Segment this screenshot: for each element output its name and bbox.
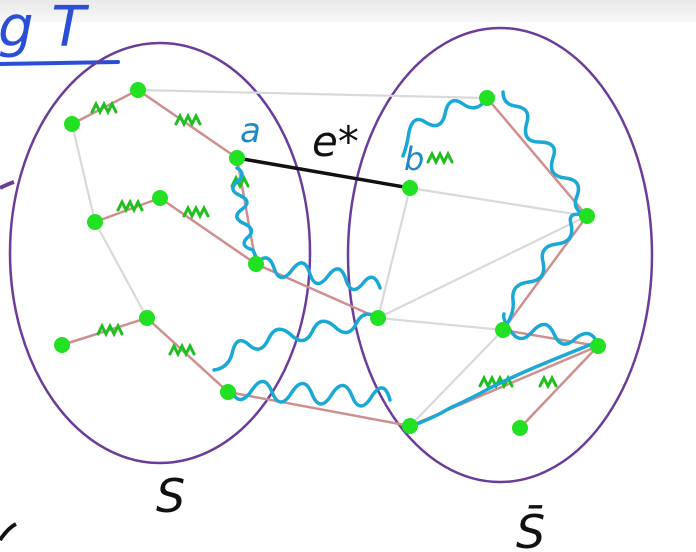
vertex (152, 190, 168, 206)
cut-edge-e-star (235, 156, 412, 190)
left-margin-mark (0, 180, 15, 190)
vertex (139, 310, 155, 326)
squiggle-mark (426, 150, 454, 166)
cycle-segment (401, 96, 489, 158)
heading-text: g T (0, 0, 89, 60)
edge-light (70, 123, 97, 223)
heading-underline (0, 60, 120, 66)
edge-e-star-label: e* (312, 117, 359, 166)
set-s-bar-label: S̄ (516, 505, 545, 552)
vertex (54, 337, 70, 353)
vertex (495, 322, 511, 338)
green-squiggles (90, 100, 558, 390)
vertex (64, 116, 80, 132)
vertex-b-label: b (404, 140, 424, 178)
edge-light (376, 187, 412, 319)
vertex (512, 420, 528, 436)
vertex (130, 82, 146, 98)
squiggle-mark (168, 342, 196, 358)
squiggle-mark (538, 374, 558, 390)
cycle-segment (212, 312, 380, 372)
vertex (579, 208, 595, 224)
set-s-label: S (156, 469, 185, 523)
squiggle-mark (116, 198, 144, 214)
vertex-a-label: a (240, 111, 261, 151)
cycle-path (212, 90, 600, 428)
vertex-b (402, 180, 418, 196)
squiggle-mark (182, 204, 210, 220)
cycle-segment (254, 256, 382, 292)
edge-light (377, 215, 588, 319)
squiggle-mark (230, 174, 250, 190)
cycle-segment (501, 90, 589, 218)
bottom-left-fragment (0, 522, 17, 542)
vertex (370, 310, 386, 326)
heading-fragment: g T (0, 0, 120, 66)
squiggle-mark (90, 100, 118, 116)
tree-path (71, 88, 238, 160)
cycle-segment (501, 212, 589, 332)
vertex-a (229, 150, 245, 166)
tree-path (486, 97, 599, 348)
vertex (220, 384, 236, 400)
tree-path (519, 345, 599, 429)
set-s-bar-outline (346, 26, 654, 484)
cycle-segment (230, 379, 392, 408)
tree-path (61, 316, 599, 428)
vertex (590, 338, 606, 354)
top-strip (0, 0, 696, 22)
cycle-segment (501, 312, 600, 348)
edge-light (377, 316, 504, 332)
squiggle-mark (174, 112, 202, 128)
vertex (402, 418, 418, 434)
edge-light (137, 88, 488, 100)
vertices (54, 82, 606, 436)
edge-light (409, 186, 588, 218)
edge-light (94, 221, 148, 319)
vertex (248, 256, 264, 272)
cycle-segment (408, 342, 594, 428)
edge-light (409, 329, 504, 427)
vertex (87, 214, 103, 230)
vertex (479, 90, 495, 106)
set-s-outline (8, 41, 312, 465)
squiggle-mark (96, 322, 124, 338)
cycle-segment (231, 166, 261, 266)
